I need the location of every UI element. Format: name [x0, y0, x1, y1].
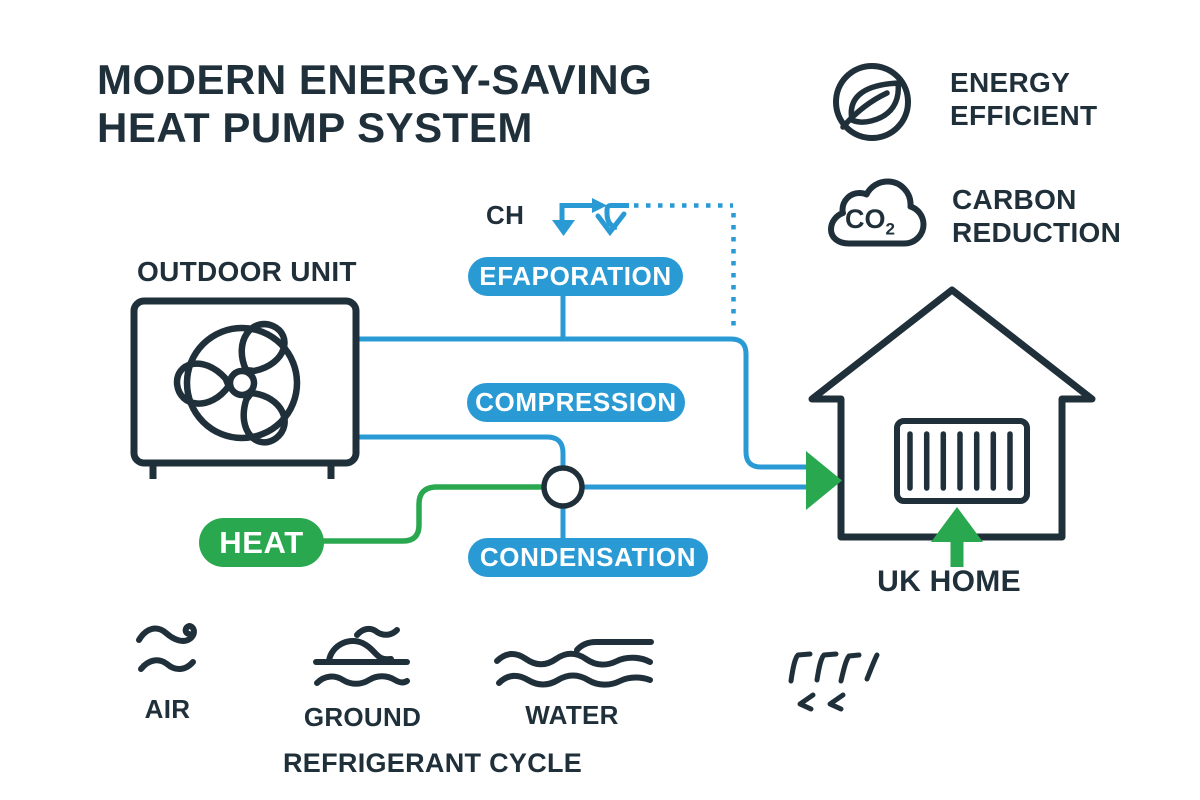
compression-pill: COMPRESSION	[467, 383, 685, 422]
page-title-line2: HEAT PUMP SYSTEM	[97, 104, 533, 151]
pipe-heat-to-junction	[322, 484, 548, 544]
co2-cloud-icon	[828, 178, 927, 247]
air-label: AIR	[144, 694, 191, 724]
outdoor-unit-icon	[130, 297, 360, 479]
ground-label: GROUND	[303, 702, 422, 732]
outdoor-unit-legs	[149, 463, 335, 479]
refrigerant-pipes	[357, 296, 806, 540]
outdoor-unit-label: OUTDOOR UNIT	[137, 256, 357, 287]
water-icon	[494, 639, 654, 688]
house-icon	[808, 286, 1096, 567]
junction-node	[541, 465, 585, 509]
heat-pill: HEAT	[199, 518, 324, 567]
ch-arrow-hook-icon	[595, 203, 629, 237]
page-title: MODERN ENERGY-SAVING HEAT PUMP SYSTEM	[97, 56, 652, 152]
air-icon	[136, 622, 197, 672]
fragment-marks-icon	[788, 651, 880, 712]
condensation-pill: CONDENSATION	[468, 538, 708, 577]
heat-up-arrow-icon	[931, 507, 983, 567]
energy-efficient-label: ENERGY EFFICIENT	[950, 67, 1098, 131]
refrigerant-cycle-label: REFRIGERANT CYCLE	[283, 748, 583, 778]
co2-label: CO2	[845, 204, 895, 239]
uk-home-label: UK HOME	[877, 565, 1021, 598]
heat-in-arrow-icon	[806, 451, 842, 510]
ground-icon	[313, 625, 410, 687]
pipe-evaporation-to-home	[357, 336, 806, 470]
page-title-line1: MODERN ENERGY-SAVING	[97, 56, 653, 103]
pipe-outdoor-to-junction	[357, 434, 566, 470]
water-label: WATER	[525, 700, 619, 730]
ch-label: CH	[486, 200, 525, 230]
evaporation-pill: EFAPORATION	[468, 257, 683, 296]
fan-icon	[173, 321, 301, 446]
leaf-circle-icon	[833, 63, 911, 141]
dotted-return-line	[634, 203, 736, 331]
ch-arrow-down-icon	[552, 198, 607, 236]
radiator-icon	[894, 418, 1030, 504]
carbon-reduction-label: CARBON REDUCTION	[952, 184, 1122, 248]
